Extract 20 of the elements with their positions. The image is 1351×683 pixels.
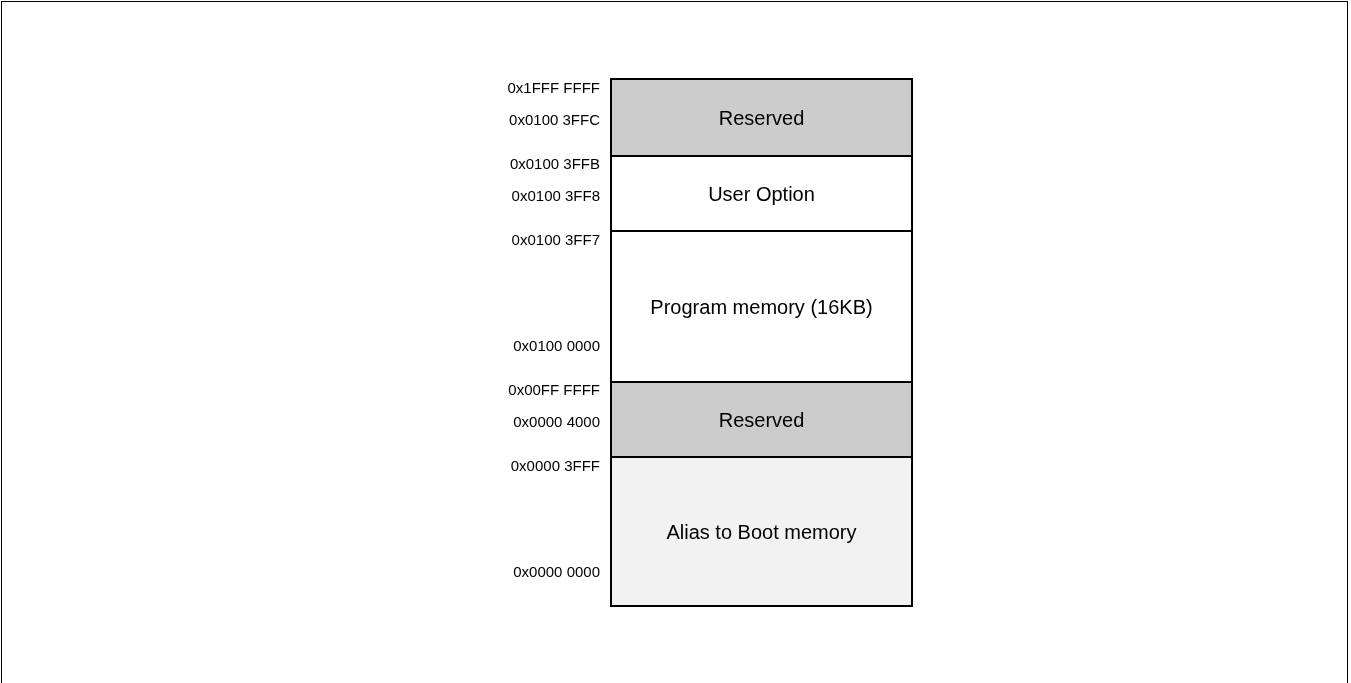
address-label: 0x0000 4000 [512, 413, 600, 431]
address-label: 0x0100 3FFC [508, 111, 600, 129]
memory-region [610, 381, 913, 458]
address-label: 0x00FF FFFF [507, 381, 600, 399]
memory-region [610, 78, 913, 157]
address-label: 0x0000 3FFF [509, 457, 600, 475]
address-label: 0x0100 0000 [512, 337, 600, 355]
address-label: 0x1FFF FFFF [506, 79, 600, 97]
region-name: Reserved [718, 407, 805, 432]
region-name: Program memory (16KB) [650, 294, 873, 319]
region-name: User Option [708, 181, 815, 206]
memory-region [610, 456, 913, 607]
memory-region [610, 230, 913, 383]
address-label: 0x0100 3FFB [508, 155, 600, 173]
address-label: 0x0000 0000 [512, 563, 600, 581]
address-label: 0x0100 3FF8 [510, 187, 600, 205]
region-name: Alias to Boot memory [666, 519, 857, 544]
memory-region [610, 155, 913, 232]
address-label: 0x0100 3FF7 [510, 231, 600, 249]
region-name: Reserved [718, 105, 805, 130]
